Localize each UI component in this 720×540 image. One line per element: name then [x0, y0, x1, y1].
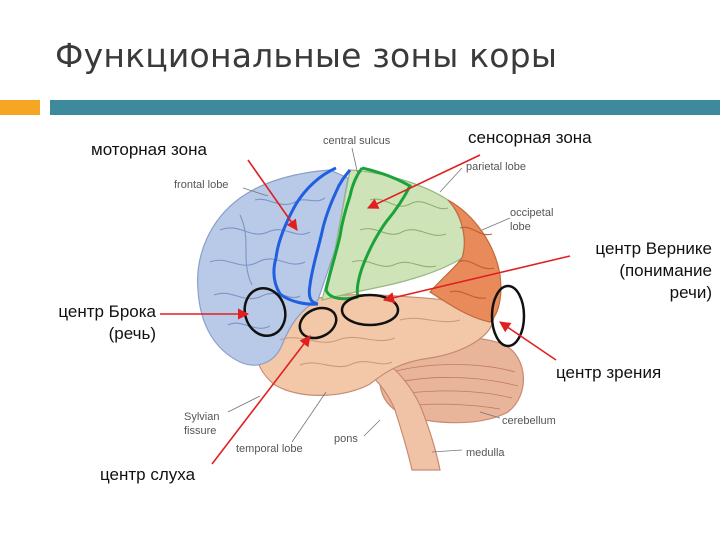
motor-zone-label: моторная зона — [91, 140, 207, 159]
slide-title: Функциональные зоны коры — [55, 36, 558, 75]
sensory-zone-outline — [324, 166, 412, 301]
leader-lines — [227, 147, 511, 453]
vision-area-ellipse — [490, 284, 526, 348]
sensory-zone-arrow — [366, 154, 481, 209]
accent-bar — [50, 100, 720, 115]
wernicke-label-line1: центр Вернике — [595, 239, 712, 258]
label-pons: pons — [334, 433, 358, 445]
label-medulla: medulla — [466, 447, 505, 459]
label-occipetal-lobe-1: occipetal — [510, 207, 553, 219]
wernicke-label-line3: речи) — [669, 283, 712, 302]
hearing-arrow — [211, 335, 311, 465]
label-occipetal-lobe-2: lobe — [510, 221, 531, 233]
label-sylvian-fissure-1: Sylvian — [184, 411, 219, 423]
wernicke-label-line2: (понимание — [619, 261, 712, 280]
wernicke-label: центр Вернике (понимание речи) — [540, 238, 712, 304]
vision-arrow — [499, 321, 557, 361]
brainstem-shape — [348, 351, 441, 471]
motor-zone-outline — [272, 166, 352, 306]
accent-square — [0, 100, 40, 115]
gyri-texture — [209, 197, 495, 368]
broca-label: центр Брока (речь) — [26, 301, 156, 345]
broca-label-line1: центр Брока — [58, 302, 156, 321]
label-central-sulcus: central sulcus — [323, 135, 391, 147]
sensory-zone-label: сенсорная зона — [468, 128, 592, 147]
label-temporal-lobe: temporal lobe — [236, 443, 303, 455]
hearing-area-ellipse — [298, 306, 338, 340]
label-sylvian-fissure-2: fissure — [184, 425, 216, 437]
annotation-arrows — [160, 154, 571, 465]
broca-label-line2: (речь) — [108, 324, 156, 343]
wernicke-area-ellipse — [340, 293, 400, 327]
label-parietal-lobe: parietal lobe — [466, 161, 526, 173]
label-frontal-lobe: frontal lobe — [174, 179, 228, 191]
motor-zone-arrow — [247, 159, 298, 231]
wernicke-arrow — [382, 255, 571, 304]
hearing-center-label: центр слуха — [100, 465, 196, 484]
label-cerebellum: cerebellum — [502, 415, 556, 427]
vision-center-label: центр зрения — [556, 363, 662, 382]
